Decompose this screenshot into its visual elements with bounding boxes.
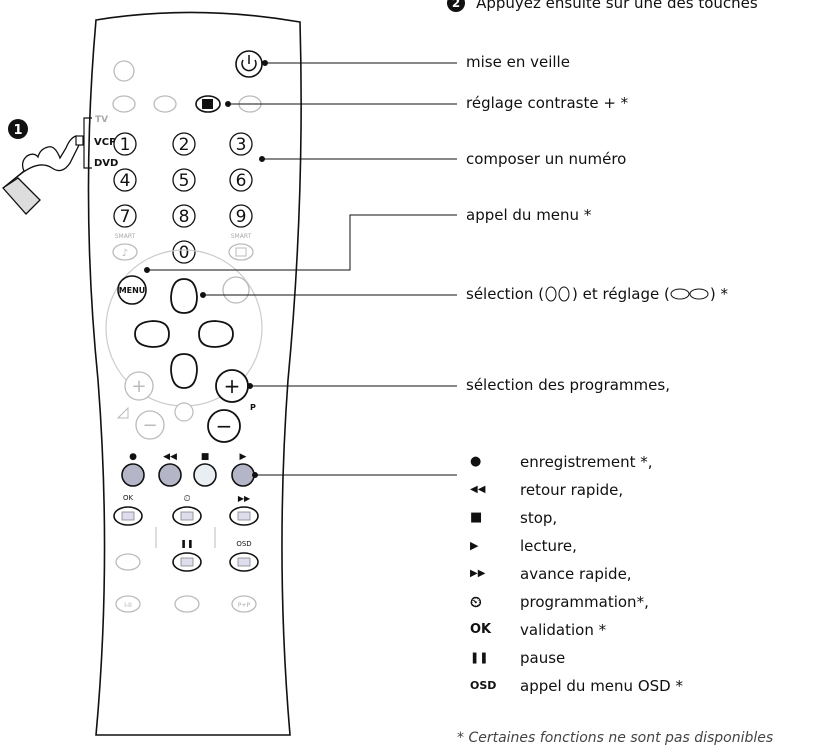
callout-contrast: réglage contraste + * <box>466 94 629 112</box>
svg-text:OK: OK <box>123 494 134 502</box>
cursor-left-button <box>134 320 170 348</box>
frozen-button-faded <box>115 553 141 571</box>
callout-programs: sélection des programmes, <box>466 376 670 394</box>
svg-text:+: + <box>224 374 241 398</box>
svg-text:1: 1 <box>120 135 131 155</box>
cursor-horizontal-icon <box>670 288 709 300</box>
step2-header: 2 Appuyez ensuite sur une des touches <box>447 0 758 14</box>
volume-up-faded <box>124 371 154 401</box>
svg-text:7: 7 <box>120 207 131 227</box>
rewind-button <box>158 463 182 487</box>
svg-text:−: − <box>142 415 157 436</box>
mode-tv: TV <box>95 115 108 125</box>
osd-label: appel du menu OSD * <box>520 677 683 695</box>
program-down-button <box>207 409 241 443</box>
svg-text:MENU: MENU <box>119 286 146 295</box>
svg-text:1: 1 <box>13 123 22 138</box>
volume-down-faded <box>135 410 165 440</box>
rewind-symbol: ◀◀ <box>470 484 486 495</box>
smart-sound-button <box>112 243 138 261</box>
svg-text:P: P <box>250 403 256 412</box>
dual-button-faded <box>115 595 141 613</box>
cursor-down-button <box>170 353 198 389</box>
svg-text:−: − <box>216 414 233 438</box>
rewind-label: retour rapide, <box>520 481 624 499</box>
play-symbol: ▶ <box>470 539 479 552</box>
svg-text:+: + <box>131 376 146 397</box>
pause-label: pause <box>520 649 566 667</box>
svg-text:5: 5 <box>179 171 190 191</box>
ok-symbol: OK <box>470 622 492 637</box>
callout-menu: appel du menu * <box>466 206 592 224</box>
svg-text:♪: ♪ <box>122 248 128 259</box>
pause-symbol: ❚❚ <box>470 651 489 664</box>
svg-text:◀◀: ◀◀ <box>163 452 177 462</box>
fast-forward-label: avance rapide, <box>520 565 632 583</box>
input-button-faded <box>112 95 136 113</box>
cursor-pad <box>134 278 234 389</box>
svg-text:0: 0 <box>179 243 190 263</box>
record-symbol: ● <box>470 454 482 469</box>
cursor-up-button <box>170 278 198 314</box>
osd-symbol: OSD <box>470 679 497 692</box>
menu-button <box>117 275 147 305</box>
mode-switch <box>75 117 92 169</box>
mode-vcr: VCR <box>94 137 117 148</box>
hand-icon <box>2 135 82 215</box>
step1-badge <box>8 119 28 139</box>
svg-text:P+P: P+P <box>238 602 251 609</box>
cursor-right-button <box>198 320 234 348</box>
stop-button <box>193 463 217 487</box>
svg-text:8: 8 <box>179 207 190 227</box>
skip-button-faded <box>222 276 250 304</box>
cursor-vertical-icon <box>545 286 570 302</box>
record-button <box>121 463 145 487</box>
timer-label: programmation*, <box>520 593 649 611</box>
svg-text:▶: ▶ <box>240 452 247 462</box>
callout-number: composer un numéro <box>466 150 627 168</box>
format-button-faded <box>174 595 200 613</box>
svg-text:■: ■ <box>201 452 210 462</box>
svg-text:I-II: I-II <box>124 602 132 609</box>
svg-text:⏲: ⏲ <box>183 494 190 504</box>
teletext-button-faded <box>153 95 177 113</box>
numeric-keypad: 1 2 3 4 5 6 7 8 9 0 <box>113 132 253 264</box>
svg-text:SMART: SMART <box>231 233 252 240</box>
timer-icon: ⏲ <box>470 593 482 611</box>
play-label: lecture, <box>520 537 577 555</box>
step2-text: Appuyez ensuite sur une des touches <box>476 0 758 12</box>
step2-badge: 2 <box>447 0 465 12</box>
callout-selection: sélection () et réglage () * <box>466 285 728 303</box>
stop-label: stop, <box>520 509 558 527</box>
svg-text:●: ● <box>129 452 137 462</box>
svg-text:SMART: SMART <box>115 233 136 240</box>
pip-button-faded <box>231 595 257 613</box>
record-label: enregistrement *, <box>520 453 653 471</box>
smart-picture-button <box>228 243 254 261</box>
mode-dvd: DVD <box>94 158 118 169</box>
footnote: * Certaines fonctions ne sont pas dispon… <box>457 730 774 746</box>
svg-text:▶▶: ▶▶ <box>238 494 251 503</box>
remote-illustration: 1 TV VCR DVD 1 2 3 4 5 6 7 8 9 0 SMART S… <box>2 11 302 736</box>
svg-text:3: 3 <box>236 135 247 155</box>
ok-label: validation * <box>520 621 607 639</box>
fast-forward-symbol: ▶▶ <box>470 568 486 579</box>
svg-text:2: 2 <box>179 135 190 155</box>
svg-text:6: 6 <box>236 171 247 191</box>
callout-lines <box>144 60 457 478</box>
mute-button-faded <box>174 402 194 422</box>
svg-text:4: 4 <box>120 171 131 191</box>
svg-text:9: 9 <box>236 207 247 227</box>
clock-button-faded <box>113 60 135 82</box>
callout-standby: mise en veille <box>466 53 570 71</box>
stop-symbol: ■ <box>470 510 483 525</box>
svg-text:OSD: OSD <box>236 540 251 548</box>
svg-text:❚❚: ❚❚ <box>180 539 193 548</box>
